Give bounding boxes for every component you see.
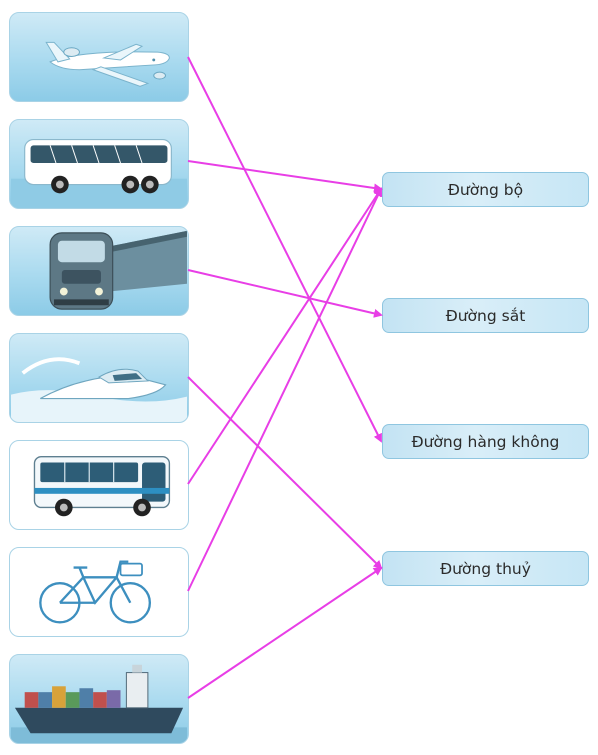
airplane-icon bbox=[45, 41, 170, 87]
label-air[interactable]: Đường hàng không bbox=[382, 424, 589, 459]
vehicle-card-city-bus[interactable] bbox=[9, 440, 189, 530]
coach-bus-icon bbox=[11, 138, 187, 208]
connector-arrow-bicycle-to-road bbox=[187, 187, 383, 592]
label-road-text: Đường bộ bbox=[447, 180, 524, 199]
vehicle-card-coach-bus[interactable] bbox=[9, 119, 189, 209]
vehicle-card-bicycle[interactable] bbox=[9, 547, 189, 637]
bicycle-icon bbox=[39, 560, 152, 624]
speedboat-icon bbox=[11, 357, 187, 422]
connector-arrow-city-bus-to-road bbox=[187, 187, 383, 485]
label-rail-text: Đường sắt bbox=[445, 306, 526, 325]
vehicle-card-train[interactable] bbox=[9, 226, 189, 316]
connector-arrow-cargo-ship-to-water bbox=[187, 566, 383, 699]
label-air-text: Đường hàng không bbox=[411, 432, 560, 451]
vehicle-card-airplane[interactable] bbox=[9, 12, 189, 102]
label-water[interactable]: Đường thuỷ bbox=[382, 551, 589, 586]
label-rail[interactable]: Đường sắt bbox=[382, 298, 589, 333]
cargo-ship-icon bbox=[11, 664, 187, 743]
vehicle-card-speedboat[interactable] bbox=[9, 333, 189, 423]
label-water-text: Đường thuỷ bbox=[440, 559, 531, 578]
vehicle-card-cargo-ship[interactable] bbox=[9, 654, 189, 744]
connector-arrow-airplane-to-air bbox=[187, 56, 382, 443]
label-road[interactable]: Đường bộ bbox=[382, 172, 589, 207]
connector-arrow-train-to-rail bbox=[187, 269, 383, 318]
train-icon bbox=[49, 230, 187, 310]
city-bus-icon bbox=[33, 455, 171, 517]
connector-arrow-coach-bus-to-road bbox=[187, 160, 383, 193]
connector-arrow-speedboat-to-water bbox=[187, 376, 383, 570]
